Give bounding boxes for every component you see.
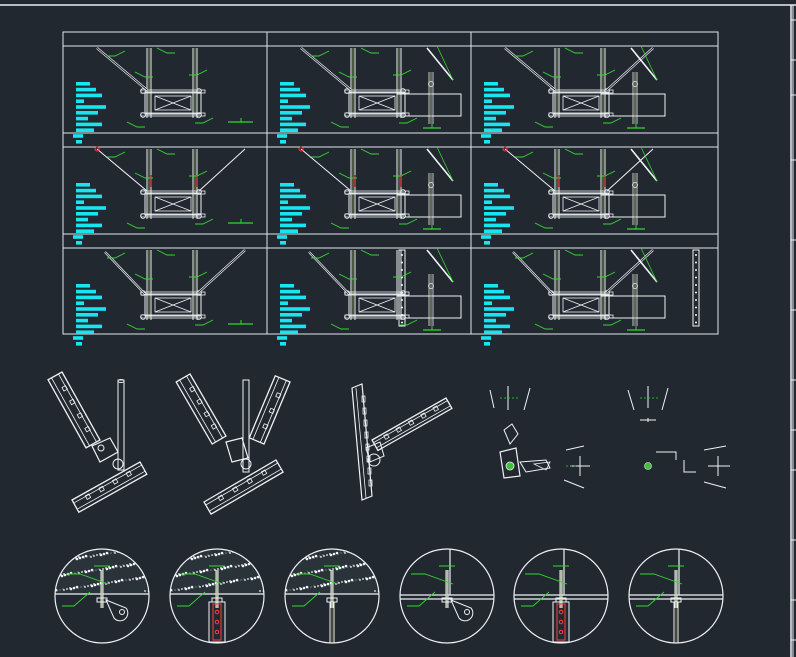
sheet-border — [0, 4, 796, 657]
threaded-rods — [146, 149, 198, 219]
detail-content — [400, 549, 494, 622]
isometric-views — [47, 371, 730, 515]
brace-channel-right — [248, 374, 291, 445]
channel-frame — [140, 189, 206, 219]
anchor-details — [54, 548, 724, 644]
detail-circle-outline — [284, 548, 380, 644]
wall-channel — [692, 249, 700, 327]
threaded-rods — [146, 250, 198, 320]
section-view — [600, 146, 666, 230]
note-text-block — [277, 284, 310, 346]
detail-cell-single-brace-section — [277, 45, 462, 144]
note-text-block — [481, 183, 514, 245]
channel-frame — [344, 88, 410, 118]
diagonal-brace — [298, 146, 402, 192]
note-text-block — [481, 82, 514, 144]
threaded-rods — [350, 48, 402, 118]
detail-cell-double-brace-section — [481, 45, 666, 144]
concrete-anchor-channel — [169, 548, 265, 644]
diagonal-brace — [308, 251, 350, 295]
note-text-block — [73, 284, 106, 346]
diagonal-brace — [512, 249, 654, 295]
detail-cell-double-brace-rod — [73, 146, 253, 245]
double-brace-iso — [175, 373, 291, 515]
detail-content — [514, 549, 608, 643]
note-text-block — [277, 183, 310, 245]
leader-lines — [311, 249, 418, 330]
threaded-rods — [554, 250, 606, 320]
leader-lines — [107, 47, 214, 128]
detail-circle-outline — [513, 548, 609, 644]
leader-lines — [515, 148, 622, 229]
channel-frame — [548, 88, 614, 118]
hinge-node-plan — [489, 386, 590, 489]
wall-brace-channel — [371, 397, 453, 452]
leader-lines — [515, 47, 622, 128]
note-text-block — [73, 82, 106, 144]
note-text-block — [277, 82, 310, 144]
detail-table-grid — [62, 31, 719, 335]
channel-frame — [548, 189, 614, 219]
diagonal-brace — [94, 146, 246, 192]
diagonal-brace — [300, 47, 352, 91]
note-text-block — [481, 284, 514, 346]
detail-content — [285, 549, 379, 643]
threaded-rods — [554, 48, 606, 118]
detail-content — [629, 549, 723, 643]
wall-channel — [398, 249, 406, 327]
leader-lines — [107, 148, 214, 229]
base-channel — [71, 461, 148, 514]
channel-frame — [548, 290, 614, 320]
node-plan-outline — [627, 386, 730, 489]
concrete-anchor-rod — [284, 548, 380, 644]
detail-circle-outline — [169, 548, 265, 644]
channel-frame — [140, 290, 206, 320]
channel-frame — [140, 88, 206, 118]
steel-beam-hinge — [399, 548, 495, 644]
detail-cell-single-brace-rod-section — [277, 146, 462, 245]
threaded-rods — [350, 149, 402, 219]
base-channel — [203, 459, 284, 515]
detail-cell-frame-wall-brace — [277, 247, 462, 346]
channel-frame — [344, 189, 410, 219]
section-view — [600, 247, 666, 331]
detail-circle-outline — [399, 548, 495, 644]
brace-channel-left — [175, 373, 227, 445]
diagonal-brace — [96, 47, 148, 91]
detail-circle-outline — [628, 548, 724, 644]
leader-lines — [311, 47, 418, 128]
level-mark — [228, 320, 253, 325]
detail-cell-double-brace-wall — [481, 247, 700, 346]
single-brace-iso — [47, 371, 148, 514]
section-view — [396, 146, 462, 230]
level-mark — [228, 219, 253, 224]
detail-cell-brace-to-frame — [73, 249, 253, 346]
wall-brace-iso — [351, 383, 453, 501]
detail-cell-double-brace-rod-section — [481, 146, 666, 245]
concrete-anchor-hinge — [54, 548, 150, 644]
threaded-rods — [146, 48, 198, 118]
detail-content — [55, 549, 149, 622]
threaded-rods — [350, 250, 402, 320]
leader-lines — [107, 249, 214, 330]
brace-channel — [47, 371, 101, 449]
leader-lines — [515, 249, 622, 330]
section-view — [396, 45, 462, 129]
leader-lines — [311, 148, 418, 229]
section-view — [396, 247, 462, 331]
level-mark — [228, 118, 253, 123]
detail-circle-outline — [54, 548, 150, 644]
steel-beam-channel — [513, 548, 609, 644]
section-view — [600, 45, 666, 129]
note-text-block — [73, 183, 106, 245]
threaded-rods — [554, 149, 606, 219]
diagonal-brace — [104, 249, 246, 295]
detail-cell-single-brace-left — [73, 47, 253, 144]
steel-beam-rod — [628, 548, 724, 644]
detail-cells — [73, 45, 700, 346]
